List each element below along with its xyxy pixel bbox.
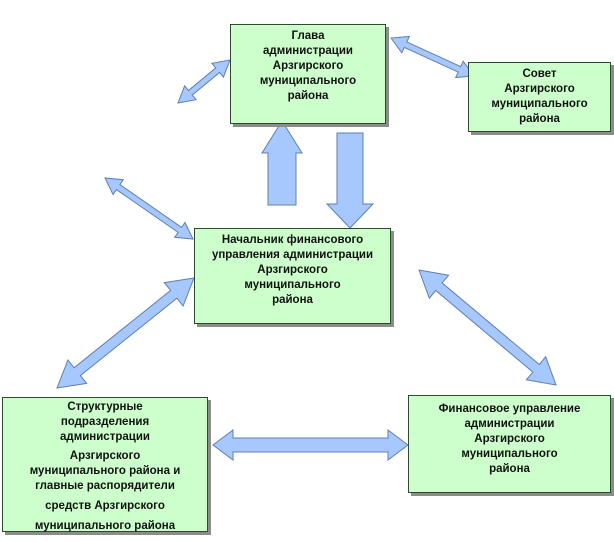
node-council-line-1: Совет — [522, 68, 557, 80]
node-units-line-4: Арзгирского — [69, 450, 141, 462]
node-head-of-finance-department: Начальник финансового управления админис… — [194, 228, 391, 324]
node-council-line-3: муниципального — [491, 98, 588, 110]
arrow-chief-finance — [418, 269, 557, 386]
arrow-chief-units — [56, 277, 195, 389]
arrow-head-to-chief — [325, 132, 375, 229]
node-units-line-6: главные распорядители — [35, 480, 175, 492]
node-chief-line-2: управления администрации — [211, 249, 374, 261]
node-head-line-3: Арзгирского — [272, 60, 344, 72]
node-head-line-1: Глава — [291, 30, 325, 42]
arrow-head-left-external — [177, 59, 231, 104]
node-council-line-4: района — [519, 113, 560, 125]
node-finance-department: Финансовое управление администрации Арзг… — [408, 395, 611, 493]
node-units-line-2: подразделения — [60, 416, 150, 428]
node-fin-line-5: района — [489, 463, 530, 475]
node-head-line-2: администрации — [263, 45, 353, 57]
arrow-chief-upper-left-external — [104, 177, 194, 240]
node-chief-line-3: Арзгирского — [257, 264, 328, 276]
node-units-line-1: Структурные — [67, 401, 143, 413]
node-head-line-5: района — [287, 90, 329, 102]
node-units-line-7: средств Арзгирского — [45, 500, 165, 512]
node-units-line-5: муниципального района и — [29, 465, 181, 477]
arrow-units-finance — [212, 429, 409, 461]
node-chief-line-1: Начальник финансового — [221, 234, 364, 246]
node-fin-line-3: Арзгирского — [474, 433, 545, 445]
node-structural-units: Структурные подразделения администрации … — [2, 397, 208, 532]
arrow-chief-to-head — [261, 120, 303, 206]
node-head-line-4: муниципального — [259, 75, 357, 87]
node-council: Совет Арзгирского муниципального района — [468, 62, 611, 132]
node-council-line-2: Арзгирского — [504, 83, 575, 95]
node-fin-line-4: муниципального — [461, 448, 558, 460]
node-chief-line-4: муниципального — [244, 279, 341, 291]
node-fin-line-1: Финансовое управление — [438, 403, 581, 415]
arrow-head-council — [390, 35, 475, 79]
node-units-line-3: администрации — [60, 431, 150, 443]
node-fin-line-2: администрации — [464, 418, 555, 430]
node-head-of-administration: Глава администрации Арзгирского муниципа… — [230, 24, 386, 124]
node-units-line-8: муниципального района — [34, 520, 176, 532]
node-chief-line-5: района — [272, 294, 313, 306]
